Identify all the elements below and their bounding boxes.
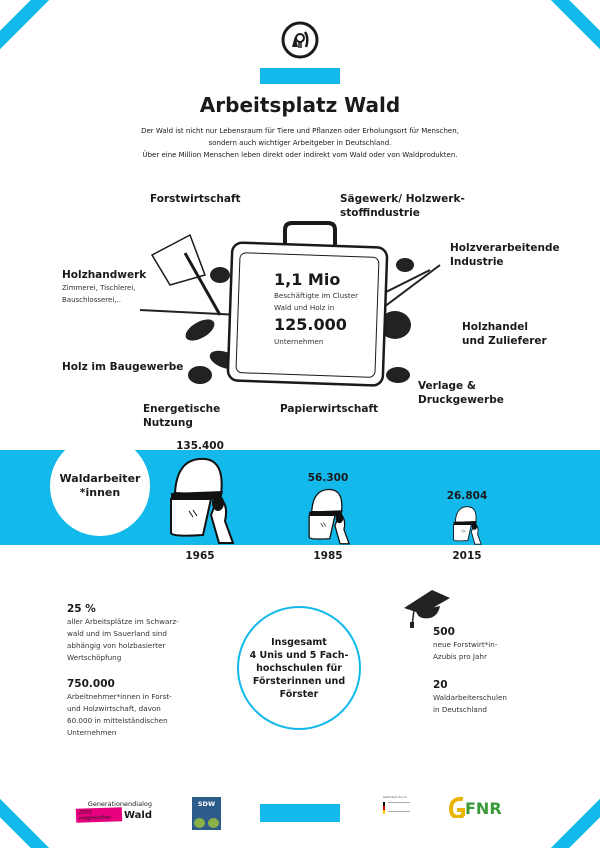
accent-bar-bottom [260,804,340,822]
logo-text: Gefördert durch [383,795,407,799]
accent-bar-top [260,68,340,84]
intro-line: Der Wald ist nicht nur Lebensraum für Ti… [141,127,459,135]
bmel-logo: Gefördert durch [383,795,423,814]
intro-text: Der Wald ist nicht nur Lebensraum für Ti… [0,125,600,161]
sector-line: Verlage & [418,380,476,392]
companies-count: 125.000 [274,315,347,334]
stat-number: 20 [433,679,448,691]
graduation-cap-icon [404,590,450,628]
sector-line: Sägewerk/ Holzwerk- [340,193,465,205]
workers-title-circle: Waldarbeiter *innen [50,436,150,536]
sector-line: Energetische [143,403,221,415]
stat-text: und Holzwirtschaft, davon [67,704,161,713]
circle-line: hochschulen für [256,662,342,674]
stat-left-2: 750.000 Arbeitnehmer*innen in Forst- und… [67,677,197,739]
stat-number: 25 % [67,603,96,615]
logo-tag: 2050 mitgestalten [75,807,123,823]
sector-line: Holzverarbeitende [450,242,560,254]
axe-icon [150,233,222,316]
circle-line: Försterinnen und [252,675,346,687]
helmet-icon [169,457,234,544]
intro-line: sondern auch wichtiger Arbeitgeber in De… [208,139,392,147]
page-title: Arbeitsplatz Wald [199,93,401,117]
worker-count: 135.400 [176,440,224,452]
logo-text: Generationendialog [87,800,152,808]
briefcase-illustration [140,221,441,387]
stat-text: Waldarbeiterschulen [433,693,507,702]
stat-text: Unternehmen [67,728,117,737]
stripe-top-left [0,0,50,50]
sector-saegewerk: Sägewerk/ Holzwerk-stoffindustrie [340,192,465,220]
stat-text: wald und im Sauerland sind [67,629,167,638]
stripe-bottom-right [550,798,600,848]
sector-line: und Zulieferer [462,335,547,347]
sector-sub: Zimmerei, Tischlerei, [62,284,136,292]
worker-year: 1965 [185,550,215,562]
stat-right-2: 20 Waldarbeiterschulen in Deutschland [433,678,543,716]
sector-bau: Holz im Baugewerbe [62,361,184,373]
sector-line: Druckgewerbe [418,394,504,406]
stripe-top-right [550,0,600,50]
universities-circle: Insgesamt 4 Unis und 5 Fach- hochschulen… [237,606,361,730]
briefcase-text: 1,1 Mio Beschäftigte im Cluster Wald und… [274,270,358,348]
helmet-icon [453,506,483,545]
circle-line: Insgesamt [271,636,327,648]
companies-label: Unternehmen [274,337,324,346]
intro-line: Über eine Million Menschen leben direkt … [142,151,458,159]
sector-papier: Papierwirtschaft [280,403,379,415]
stat-right-1: 500 neue Forstwirt*in- Azubis pro Jahr [433,625,543,663]
stripe-bottom-left [0,798,50,848]
stat-text: Azubis pro Jahr [433,652,487,661]
stat-number: 500 [433,626,455,638]
employees-label: Beschäftigte im Cluster [274,291,359,300]
stat-left-1: 25 % aller Arbeitsplätze im Schwarz- wal… [67,602,197,664]
stat-text: 60.000 in mittelständischen [67,716,168,725]
stat-text: Arbeitnehmer*innen in Forst- [67,692,172,701]
fnr-logo: FNR [449,796,502,818]
sector-forst: Forstwirtschaft [150,193,241,205]
sector-holzhandel: Holzhandel und Zulieferer [462,320,547,348]
sector-line: stoffindustrie [340,207,420,219]
circle-line: Förster [279,688,319,700]
logo-text: SDW [197,800,216,808]
stat-text: Wertschöpfung [67,653,122,662]
circle-line: 4 Unis und 5 Fach- [249,649,349,661]
worker-count: 26.804 [446,489,488,502]
employees-label: Wald und Holz in [274,303,335,312]
sector-line: Holzhandel [462,321,528,333]
leaves-icon [185,258,414,384]
worker-count: 56.300 [307,471,349,484]
employees-count: 1,1 Mio [274,270,341,289]
stat-text: aller Arbeitsplätze im Schwarz- [67,617,179,626]
forest-tools-icon [281,21,319,59]
fnr-leaf-icon [449,796,465,818]
logo-text: Wald [123,809,152,821]
stat-text: neue Forstwirt*in- [433,640,498,649]
workers-title: Waldarbeiter [59,472,141,485]
sector-verlage: Verlage & Druckgewerbe [418,379,504,407]
sector-line: Industrie [450,256,504,268]
stat-text: in Deutschland [433,705,487,714]
worker-year: 1985 [313,550,343,562]
generationendialog-logo: Generationendialog 2050 mitgestalten Wal… [75,800,152,823]
worker-year: 2015 [452,550,482,562]
sector-sub: Bauschlosserei,.. [62,296,121,304]
logo-text: FNR [465,799,502,818]
stat-text: abhängig von holzbasierter [67,641,166,650]
sector-line: Holzhandwerk [62,269,147,281]
sector-line: Nutzung [143,417,193,429]
sdw-logo: SDW [192,797,221,830]
stat-number: 750.000 [67,678,115,690]
helmet-icon [308,488,350,545]
workers-title: *innen [79,486,121,499]
